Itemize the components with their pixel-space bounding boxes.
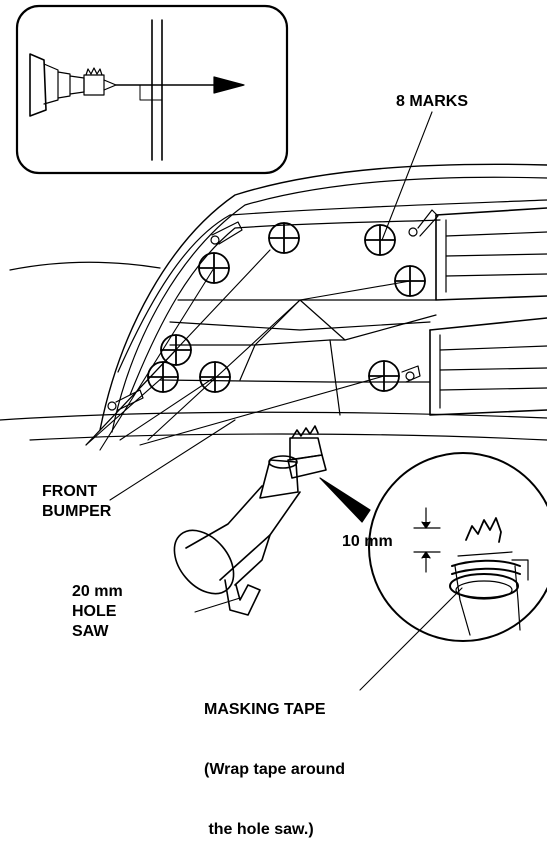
mark-2 [365, 225, 395, 255]
inset-perpendicular-drill [17, 6, 287, 173]
installation-diagram: 8 MARKS FRONT BUMPER 20 mm HOLE SAW 10 m… [0, 0, 547, 838]
hole-saw-line-3: SAW [72, 623, 109, 640]
front-bumper-line-2: BUMPER [42, 503, 112, 520]
hole-saw-line-2: HOLE [72, 603, 117, 620]
masking-tape-line-3: the hole saw.) [204, 821, 314, 838]
drill-with-hole-saw [162, 426, 326, 615]
marks-label: 8 MARKS [396, 93, 469, 110]
front-bumper-outline [0, 164, 547, 440]
mark-1 [269, 223, 299, 253]
front-bumper-label: FRONT BUMPER [42, 482, 111, 522]
leader-lines [86, 112, 432, 500]
diagram-artwork [0, 0, 547, 721]
masking-tape-line-1: MASKING TAPE [204, 701, 326, 718]
masking-tape-label: MASKING TAPE (Wrap tape around the hole … [204, 660, 345, 860]
zoom-detail [360, 453, 547, 690]
dimension-label: 10 mm [342, 533, 393, 550]
hole-saw-line-1: 20 mm [72, 583, 123, 600]
front-bumper-line-1: FRONT [42, 483, 98, 500]
hole-saw-label: 20 mm HOLE SAW [72, 582, 123, 642]
zoom-pointer-icon [320, 478, 370, 522]
masking-tape-line-2: (Wrap tape around [204, 761, 346, 778]
